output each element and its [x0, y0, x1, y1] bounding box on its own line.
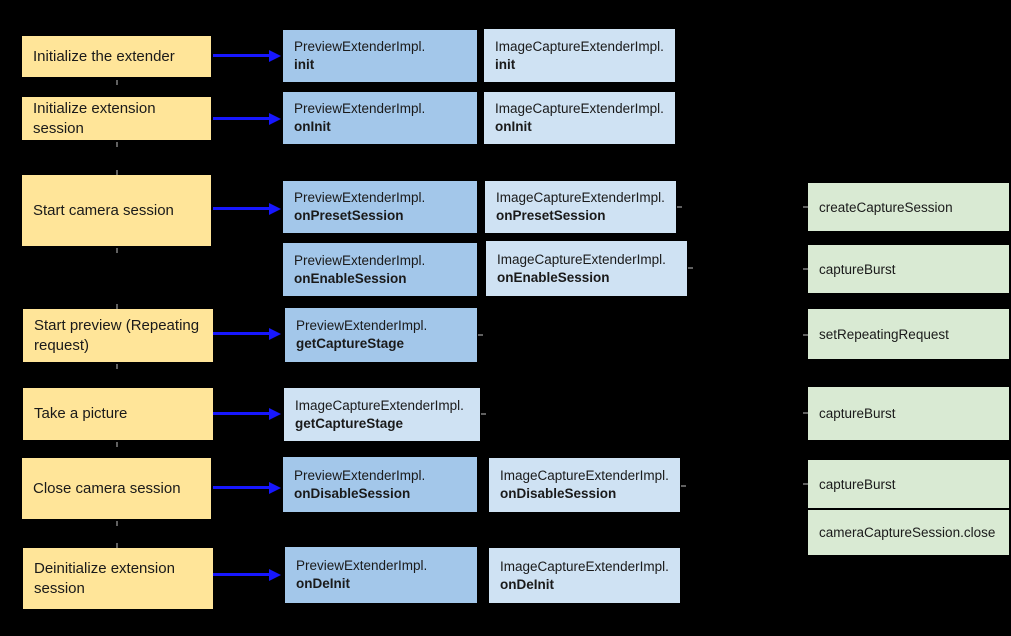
step-label: Initialize the extender [33, 47, 175, 65]
class-name: PreviewExtenderImpl. [296, 318, 428, 334]
method-box-imagecapture-oninit: ImageCaptureExtenderImpl. onInit [484, 92, 675, 144]
step-start-camera-session: Start camera session [22, 175, 211, 246]
call-label: captureBurst [819, 406, 896, 421]
method-name: onDisableSession [500, 486, 617, 501]
step-start-preview: Start preview (Repeating request) [23, 309, 213, 362]
camera2-call-captureburst: captureBurst [808, 387, 1009, 440]
call-label: captureBurst [819, 261, 896, 277]
connector-tick [116, 248, 118, 253]
step-close-camera-session: Close camera session [22, 458, 211, 519]
step-label: Start preview (Repeating request) [34, 317, 200, 354]
connector-tick [803, 412, 808, 414]
flow-arrow [213, 327, 281, 340]
camera2-call-cameracapturesession-close: cameraCaptureSession.close [808, 510, 1009, 555]
method-name: onPresetSession [496, 208, 606, 223]
connector-tick [681, 485, 686, 487]
method-name: onInit [294, 119, 331, 134]
flow-arrow [213, 407, 281, 420]
camera2-call-createcapturesession: createCaptureSession [808, 183, 1009, 231]
connector-tick [803, 268, 808, 270]
method-box-preview-oninit: PreviewExtenderImpl. onInit [283, 92, 477, 144]
class-name: ImageCaptureExtenderImpl. [495, 101, 664, 117]
method-box-preview-onenablesession: PreviewExtenderImpl. onEnableSession [283, 243, 477, 296]
step-initialize-extension-session: Initialize extension session [22, 97, 211, 140]
class-name: ImageCaptureExtenderImpl. [295, 397, 464, 413]
flow-arrow [213, 49, 281, 62]
connector-tick [116, 364, 118, 369]
method-box-preview-onpresetsession: PreviewExtenderImpl. onPresetSession [283, 181, 477, 233]
call-label: cameraCaptureSession.close [819, 525, 996, 540]
connector-tick [803, 483, 808, 485]
connector-tick [803, 334, 808, 336]
call-label: createCaptureSession [819, 199, 953, 215]
class-name: ImageCaptureExtenderImpl. [497, 251, 666, 267]
camera2-call-captureburst: captureBurst [808, 245, 1009, 293]
call-label: setRepeatingRequest [819, 326, 949, 342]
method-box-imagecapture-onenablesession: ImageCaptureExtenderImpl. onEnableSessio… [486, 241, 687, 296]
class-name: PreviewExtenderImpl. [294, 39, 426, 55]
connector-tick [116, 543, 118, 548]
method-name: init [495, 56, 516, 72]
connector-tick [116, 142, 118, 147]
connector-tick [116, 304, 118, 309]
method-name: init [294, 57, 315, 72]
flow-arrow [213, 202, 281, 215]
connector-tick [116, 80, 118, 85]
connector-tick [481, 413, 486, 415]
connector-tick [116, 170, 118, 175]
method-box-preview-init: PreviewExtenderImpl. init [283, 30, 477, 82]
flow-arrow [213, 481, 281, 494]
flow-arrow [213, 112, 281, 125]
method-name: onDeInit [500, 576, 554, 592]
method-name: onEnableSession [497, 269, 610, 285]
call-label: captureBurst [819, 476, 896, 492]
method-box-imagecapture-ondisablesession: ImageCaptureExtenderImpl. onDisableSessi… [489, 458, 680, 512]
step-label: Deinitialize extension session [34, 560, 175, 597]
connector-tick [688, 267, 693, 269]
camera2-call-setrepeatingrequest: setRepeatingRequest [808, 309, 1009, 359]
method-name: onEnableSession [294, 270, 407, 286]
method-box-imagecapture-ondeinit: ImageCaptureExtenderImpl. onDeInit [489, 548, 680, 603]
method-name: onDisableSession [294, 485, 411, 501]
method-name: onInit [495, 119, 532, 134]
class-name: PreviewExtenderImpl. [294, 252, 426, 268]
camera2-call-captureburst: captureBurst [808, 460, 1009, 508]
connector-tick [677, 206, 682, 208]
method-box-imagecapture-init: ImageCaptureExtenderImpl. init [484, 29, 675, 82]
connector-tick [116, 521, 118, 526]
flow-arrow [213, 568, 281, 581]
class-name: ImageCaptureExtenderImpl. [500, 558, 669, 574]
step-label: Take a picture [34, 405, 128, 423]
method-name: onPresetSession [294, 208, 404, 223]
step-initialize-the-extender: Initialize the extender [22, 36, 211, 77]
class-name: ImageCaptureExtenderImpl. [495, 38, 664, 54]
class-name: PreviewExtenderImpl. [296, 558, 428, 574]
method-box-imagecapture-onpresetsession: ImageCaptureExtenderImpl. onPresetSessio… [485, 181, 676, 233]
step-take-a-picture: Take a picture [23, 388, 213, 440]
class-name: PreviewExtenderImpl. [294, 190, 426, 206]
step-label: Initialize extension session [33, 100, 156, 137]
method-box-imagecapture-getcapturestage: ImageCaptureExtenderImpl. getCaptureStag… [284, 388, 480, 441]
method-name: getCaptureStage [296, 336, 405, 351]
class-name: PreviewExtenderImpl. [294, 101, 426, 117]
class-name: ImageCaptureExtenderImpl. [500, 468, 669, 484]
method-name: onDeInit [296, 576, 350, 591]
class-name: ImageCaptureExtenderImpl. [496, 190, 665, 206]
method-name: getCaptureStage [295, 415, 404, 431]
step-label: Close camera session [33, 479, 181, 497]
connector-tick [478, 334, 483, 336]
method-box-preview-ondeinit: PreviewExtenderImpl. onDeInit [285, 547, 477, 603]
connector-tick [116, 442, 118, 447]
class-name: PreviewExtenderImpl. [294, 467, 426, 483]
method-box-preview-ondisablesession: PreviewExtenderImpl. onDisableSession [283, 457, 477, 512]
step-deinitialize-extension-session: Deinitialize extension session [23, 548, 213, 609]
method-box-preview-getcapturestage: PreviewExtenderImpl. getCaptureStage [285, 308, 477, 362]
connector-tick [803, 206, 808, 208]
step-label: Start camera session [33, 201, 174, 219]
